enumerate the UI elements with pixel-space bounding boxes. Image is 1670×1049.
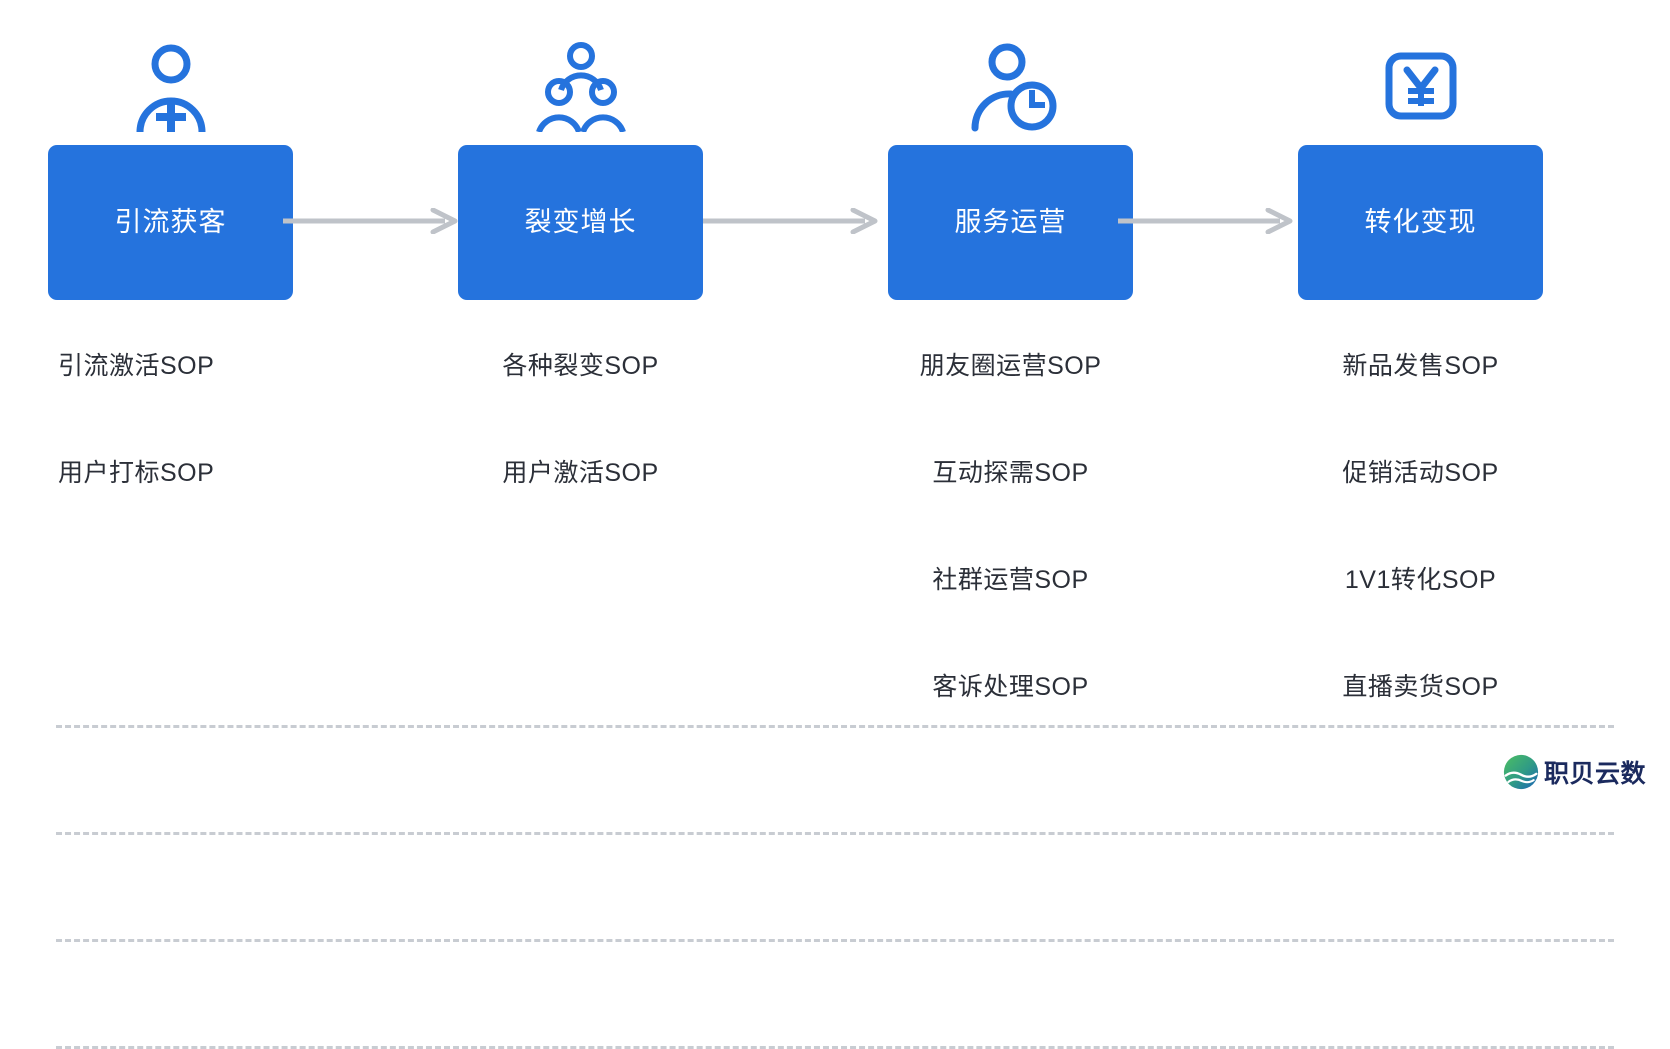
person-clock-icon <box>970 43 1056 132</box>
sop-item <box>48 524 303 631</box>
sop-item[interactable]: 朋友圈运营SOP <box>919 351 1102 380</box>
stage-label: 引流获客 <box>114 207 227 237</box>
sop-grid: 引流激活SOP 各种裂变SOP 朋友圈运营SOP 新品发售SOP 用户打标SOP… <box>0 310 1670 1049</box>
stage-box-引流获客[interactable]: 引流获客 <box>48 145 293 300</box>
stage-label: 裂变增长 <box>524 207 637 237</box>
person-add-icon <box>136 44 205 132</box>
sop-item <box>48 631 303 738</box>
stage-box-裂变增长[interactable]: 裂变增长 <box>458 145 703 300</box>
sop-row: 社群运营SOP 1V1转化SOP <box>0 524 1670 631</box>
brand-logo: 职贝云数 <box>1503 754 1646 790</box>
sop-row: 客诉处理SOP 直播卖货SOP <box>0 631 1670 738</box>
wave-circle-logo-icon <box>1503 754 1539 790</box>
sop-item[interactable]: 用户打标SOP <box>58 458 215 487</box>
row-divider <box>56 939 1614 942</box>
sop-item[interactable]: 客诉处理SOP <box>932 672 1089 701</box>
arrow-right-icon-2 <box>703 208 878 234</box>
sop-row: 用户打标SOP 用户激活SOP 互动探需SOP 促销活动SOP <box>0 417 1670 524</box>
sop-item[interactable]: 各种裂变SOP <box>502 351 659 380</box>
sop-item[interactable]: 互动探需SOP <box>932 458 1089 487</box>
stage-转化变现[interactable]: 转化变现 <box>1298 0 1543 310</box>
sop-item[interactable]: 新品发售SOP <box>1342 351 1499 380</box>
sop-item[interactable]: 直播卖货SOP <box>1342 672 1499 701</box>
sop-item[interactable]: 促销活动SOP <box>1342 458 1499 487</box>
sop-row: 引流激活SOP 各种裂变SOP 朋友圈运营SOP 新品发售SOP <box>0 310 1670 417</box>
row-divider <box>56 832 1614 835</box>
yuan-currency-icon <box>1385 52 1456 120</box>
stage-label: 服务运营 <box>954 207 1067 237</box>
stage-box-转化变现[interactable]: 转化变现 <box>1298 145 1543 300</box>
sop-item[interactable]: 1V1转化SOP <box>1344 565 1497 594</box>
stage-box-服务运营[interactable]: 服务运营 <box>888 145 1133 300</box>
row-divider <box>56 725 1614 728</box>
stage-row: 引流获客 裂变增长 <box>0 0 1670 310</box>
sop-item <box>458 524 703 631</box>
people-group-icon <box>535 42 626 132</box>
sop-item[interactable]: 引流激活SOP <box>58 351 215 380</box>
arrow-right-icon-1 <box>283 208 458 234</box>
arrow-right-icon-3 <box>1118 208 1293 234</box>
stage-裂变增长[interactable]: 裂变增长 <box>458 0 703 310</box>
sop-item[interactable]: 用户激活SOP <box>502 458 659 487</box>
stage-引流获客[interactable]: 引流获客 <box>48 0 293 310</box>
stage-服务运营[interactable]: 服务运营 <box>888 0 1133 310</box>
brand-logo-text: 职贝云数 <box>1543 760 1646 788</box>
sop-item <box>458 631 703 738</box>
sop-item[interactable]: 社群运营SOP <box>932 565 1089 594</box>
stage-label: 转化变现 <box>1364 207 1477 237</box>
